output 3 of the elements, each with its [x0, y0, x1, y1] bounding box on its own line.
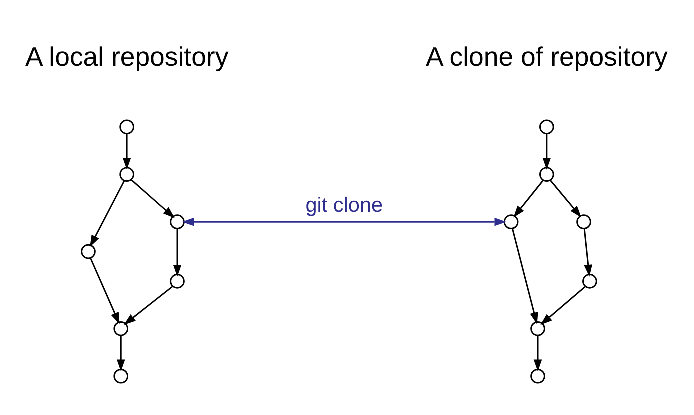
label: A clone of repository: [426, 42, 668, 72]
label: A local repository: [25, 42, 229, 72]
edge-label: git clone: [306, 194, 384, 217]
